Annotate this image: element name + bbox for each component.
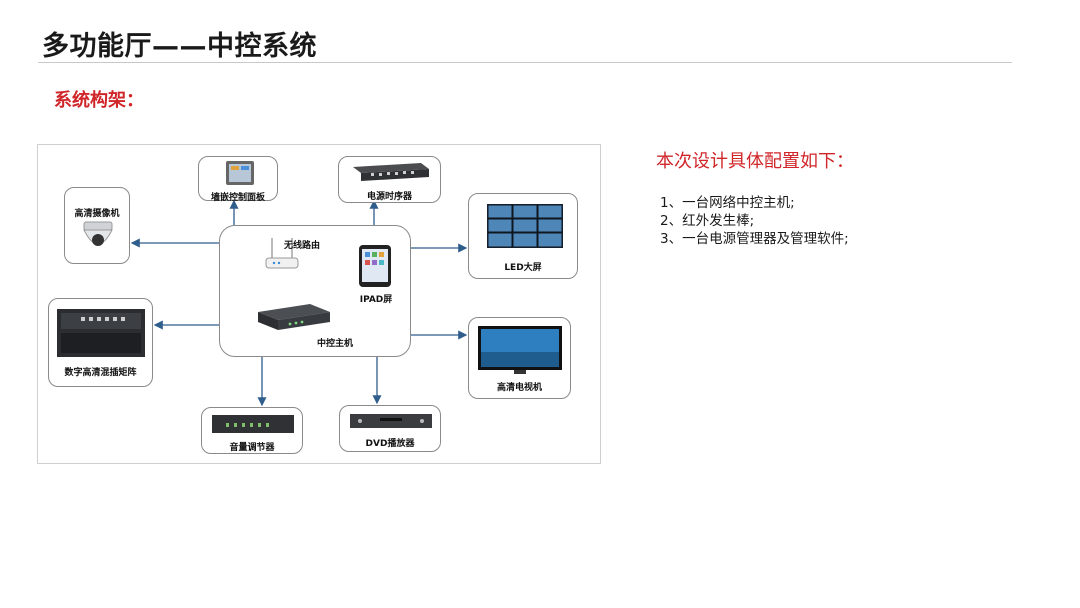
page-title: 多功能厅——中控系统 [42, 31, 317, 62]
node-camera: 高清摄像机 [64, 187, 130, 264]
camera-icon [83, 221, 113, 246]
title-divider [38, 62, 1012, 63]
matrix-switcher-icon [57, 309, 145, 357]
hd-tv-label: 高清电视机 [496, 383, 542, 393]
node-led-screen: LED大屏 [468, 193, 578, 279]
audio-mixer-label: 音量调节器 [229, 443, 275, 453]
wireless-router-icon [265, 238, 299, 269]
node-dvd-player: DVD播放器 [339, 405, 441, 452]
section-heading: 系统构架： [54, 90, 144, 111]
led-screen-label: LED大屏 [504, 263, 542, 273]
dvd-player-icon [350, 414, 432, 428]
tv-icon [478, 326, 562, 374]
config-item: 2、红外发生棒; [660, 213, 755, 229]
node-matrix: 数字高清混插矩阵 [48, 298, 153, 387]
node-hd-tv: 高清电视机 [468, 317, 571, 399]
node-power-sequencer: 电源时序器 [338, 156, 441, 203]
host-label: 中控主机 [316, 339, 353, 349]
control-host-icon [258, 304, 330, 330]
node-wall-panel: 墙嵌控制面板 [198, 156, 278, 203]
connection-arrows [130, 199, 468, 407]
config-item: 1、一台网络中控主机; [660, 195, 795, 211]
central-control-hub: 无线路由 IPAD屏 中控主机 [219, 225, 411, 357]
audio-mixer-icon [212, 415, 294, 433]
router-label: 无线路由 [284, 241, 321, 251]
config-list: 1、一台网络中控主机; 2、红外发生棒; 3、一台电源管理器及管理软件; [660, 194, 849, 248]
dvd-player-label: DVD播放器 [365, 439, 415, 449]
ipad-label: IPAD屏 [359, 295, 393, 305]
ipad-icon [359, 245, 391, 287]
led-video-wall-icon [487, 204, 563, 248]
power-sequencer-icon [353, 163, 429, 181]
camera-label: 高清摄像机 [74, 209, 120, 219]
power-sequencer-label: 电源时序器 [366, 192, 412, 202]
matrix-label: 数字高清混插矩阵 [64, 368, 137, 378]
node-audio-mixer: 音量调节器 [201, 407, 303, 454]
config-item: 3、一台电源管理器及管理软件; [660, 231, 849, 247]
touch-panel-icon [226, 161, 254, 185]
config-heading: 本次设计具体配置如下： [656, 151, 854, 172]
system-architecture-diagram: 无线路由 IPAD屏 中控主机 高清摄像机 墙嵌控制 [37, 144, 601, 464]
wall-panel-label: 墙嵌控制面板 [210, 193, 265, 203]
